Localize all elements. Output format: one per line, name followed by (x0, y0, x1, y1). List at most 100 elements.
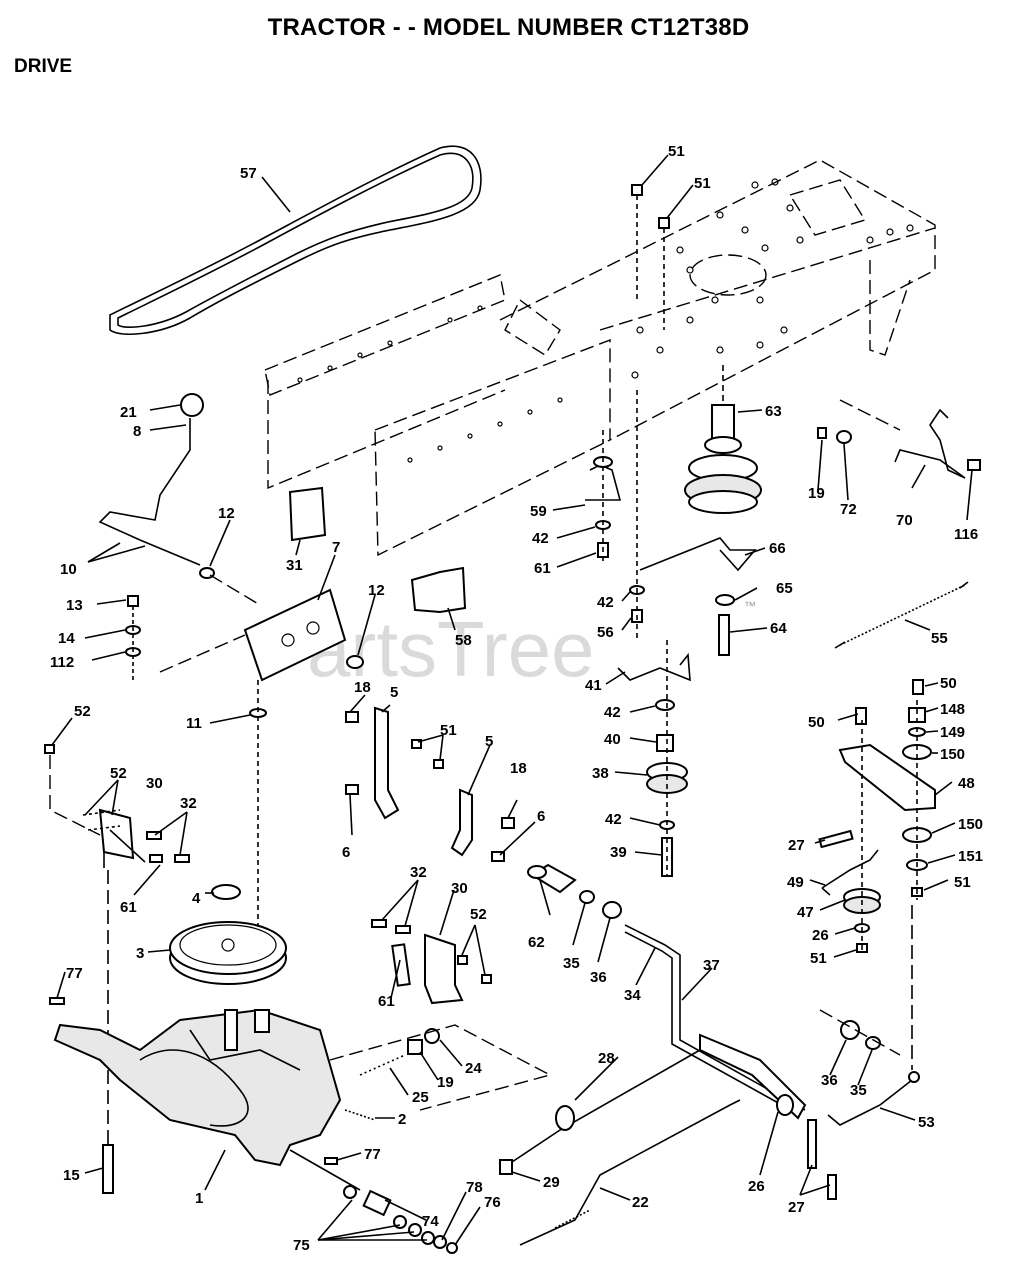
part-41-idler-bracket[interactable] (617, 652, 691, 682)
part-6-bolt-b[interactable] (491, 851, 505, 862)
part-5-bracket-a[interactable] (374, 706, 400, 820)
part-61-bolt-b[interactable] (149, 854, 163, 863)
part-19-bolt-a[interactable] (817, 427, 827, 439)
part-70-idler-spring-bracket[interactable] (894, 408, 966, 479)
part-6-bolt-a[interactable] (345, 784, 359, 795)
part-36-washer-a[interactable] (602, 901, 622, 919)
part-75-washers[interactable] (343, 1185, 435, 1245)
callout-42-a: 42 (532, 530, 549, 547)
part-51-nut-a[interactable] (631, 184, 643, 196)
callout-10: 10 (60, 561, 77, 578)
callout-63: 63 (765, 403, 782, 420)
callout-6-b: 6 (537, 808, 545, 825)
part-27-bolt-b[interactable] (807, 1119, 837, 1200)
part-30-bracket-b[interactable] (424, 933, 464, 1005)
part-52-nut-a[interactable] (44, 744, 55, 754)
callout-116: 116 (954, 526, 978, 543)
part-72-washer[interactable] (836, 430, 852, 444)
part-51-nut-b[interactable] (658, 217, 670, 229)
part-51-nut-c[interactable] (411, 739, 444, 769)
callout-150-a: 150 (940, 746, 965, 763)
part-26-washer-b[interactable] (776, 1094, 794, 1116)
part-40-spacer[interactable] (656, 734, 674, 752)
callout-12-b: 12 (368, 582, 385, 599)
part-34-brake-shaft[interactable] (624, 924, 806, 1116)
part-50-bolt-a[interactable] (855, 707, 867, 725)
part-58-bracket[interactable] (410, 566, 467, 614)
callout-56: 56 (597, 624, 614, 641)
callout-27-b: 27 (788, 1199, 805, 1216)
callout-30-a: 30 (146, 775, 163, 792)
parts-13-14-112-hardware[interactable] (125, 595, 141, 680)
callout-15: 15 (63, 1167, 80, 1184)
part-18-bolt-b[interactable] (501, 817, 515, 829)
part-62-grip[interactable] (527, 863, 577, 894)
callout-30-b: 30 (451, 880, 468, 897)
part-49-belt-guide[interactable] (821, 849, 879, 896)
callout-51-mid: 51 (440, 722, 457, 739)
part-32-bolt-a[interactable] (146, 831, 190, 863)
part-42-washer-c[interactable] (655, 699, 675, 711)
part-65-washer[interactable] (715, 594, 735, 606)
part-22-drive-rod[interactable] (519, 1099, 741, 1246)
part-50-bolt-b[interactable] (912, 679, 924, 695)
callout-49: 49 (787, 874, 804, 891)
callout-52-a: 52 (74, 703, 91, 720)
part-31-decal[interactable] (288, 486, 327, 542)
part-116-bolt[interactable] (967, 459, 981, 471)
callout-47: 47 (797, 904, 814, 921)
part-19-bolt-b[interactable] (407, 1039, 423, 1055)
callout-64: 64 (770, 620, 787, 637)
callout-8: 8 (133, 423, 141, 440)
part-36-washer-b[interactable] (840, 1020, 860, 1040)
part-25-spring[interactable] (359, 1054, 406, 1076)
callout-13: 13 (66, 597, 83, 614)
part-4-retaining-ring[interactable] (211, 884, 241, 900)
callout-62: 62 (528, 934, 545, 951)
part-55-spring[interactable] (834, 581, 969, 649)
part-77-key-b[interactable] (324, 1157, 338, 1165)
part-2-spring[interactable] (344, 1109, 376, 1121)
callout-19-a: 19 (808, 485, 825, 502)
callout-35-a: 35 (563, 955, 580, 972)
callout-74: 74 (422, 1213, 439, 1230)
callout-26-a: 26 (812, 927, 829, 944)
callout-51-top-b: 51 (694, 175, 711, 192)
part-76-ring[interactable] (446, 1242, 458, 1254)
callout-77-a: 77 (66, 965, 83, 982)
callout-35-b: 35 (850, 1082, 867, 1099)
callout-39: 39 (610, 844, 627, 861)
callout-2: 2 (398, 1111, 406, 1128)
part-8-shift-lever[interactable] (98, 418, 201, 566)
section-title: DRIVE (14, 56, 73, 77)
part-7-shift-bracket[interactable] (243, 588, 347, 682)
part-74-spacer[interactable] (362, 1189, 392, 1217)
part-53-link-rod[interactable] (827, 1071, 920, 1126)
part-32-bolt-b[interactable] (371, 919, 411, 934)
part-27-bolt-a[interactable] (818, 829, 854, 849)
part-3-transaxle-pulley[interactable] (169, 921, 287, 985)
callout-150-b: 150 (958, 816, 983, 833)
part-57-drive-belt[interactable] (109, 145, 482, 335)
callout-42-b: 42 (597, 594, 614, 611)
part-48-idler-arm[interactable] (838, 743, 936, 812)
callout-77-b: 77 (364, 1146, 381, 1163)
callout-51-top-a: 51 (668, 143, 685, 160)
part-63-pulley-spindle[interactable] (684, 404, 762, 514)
part-52-nut-b[interactable] (457, 955, 492, 984)
part-78-bushing[interactable] (433, 1235, 447, 1249)
part-12-washer-b[interactable] (346, 655, 364, 669)
part-30-bracket-a[interactable] (98, 808, 135, 868)
callout-61-a: 61 (534, 560, 551, 577)
part-35-washer-a[interactable] (579, 890, 595, 904)
part-1-transaxle[interactable] (53, 1008, 361, 1191)
part-29-ferrule[interactable] (499, 1159, 513, 1175)
part-21-shift-knob[interactable] (180, 393, 204, 417)
part-66-idler-arm[interactable] (639, 537, 757, 572)
part-18-bolt-a[interactable] (345, 711, 359, 723)
callout-21: 21 (120, 404, 137, 421)
part-5-bracket-b[interactable] (450, 788, 473, 857)
part-15-bolt[interactable] (102, 1144, 114, 1194)
part-64-bolt[interactable] (718, 614, 730, 656)
part-77-key-a[interactable] (49, 997, 65, 1005)
